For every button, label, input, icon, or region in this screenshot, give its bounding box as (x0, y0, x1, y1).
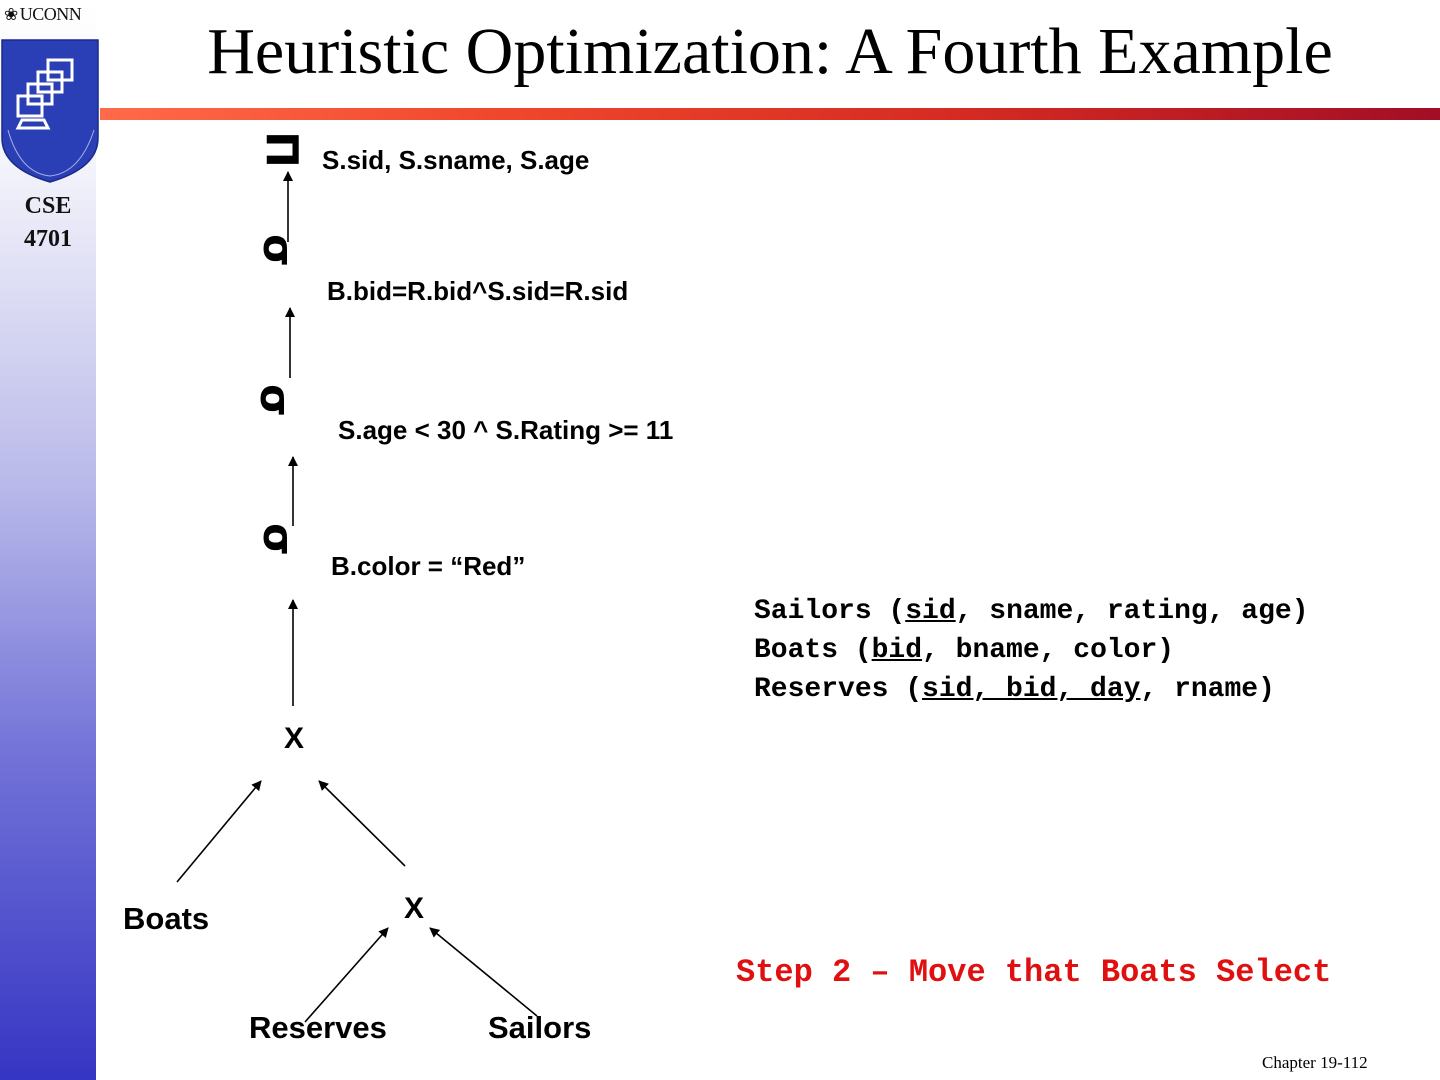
boats-leaf: Boats (123, 901, 210, 936)
select-symbol-age: σ (250, 384, 300, 417)
edge-sailors-to-inner-cross (429, 927, 538, 1017)
title-rule (100, 108, 1440, 120)
reserves-key: sid, bid, day (922, 674, 1141, 705)
projection-symbol: Π (255, 131, 307, 168)
course-line-2: 4701 (24, 226, 72, 252)
course-line-1: CSE (24, 193, 72, 219)
uconn-wordmark: ❀UCONN (4, 4, 82, 24)
age-select-label: S.age < 30 ^ S.Rating >= 11 (338, 415, 674, 445)
join-select-label: B.bid=R.bid^S.sid=R.sid (327, 276, 629, 306)
cross-product-top: X (284, 722, 305, 755)
schema-boats: Boats (bid, bname, color) (754, 635, 1175, 666)
cross-product-bottom: X (404, 892, 425, 925)
footer-page-number: Chapter 19-112 (1262, 1053, 1368, 1072)
schema-reserves: Reserves (sid, bid, day, rname) (754, 674, 1275, 705)
select-symbol-join: σ (253, 234, 303, 267)
select-symbol-color: σ (253, 523, 303, 556)
oak-leaf-icon: ❀ (4, 5, 18, 24)
cse-logo-icon (1, 39, 99, 183)
schema-block: Sailors (sid, sname, rating, age) Boats (… (754, 592, 1309, 709)
projection-label: S.sid, S.sname, S.age (322, 145, 590, 175)
sailors-leaf: Sailors (488, 1010, 592, 1045)
sailors-key: sid (905, 596, 956, 627)
color-select-label: B.color = “Red” (331, 551, 526, 581)
reserves-leaf: Reserves (249, 1010, 387, 1045)
schema-sailors: Sailors (sid, sname, rating, age) (754, 596, 1309, 627)
edge-boats-to-cross (176, 780, 262, 883)
sidebar: ❀UCONN CSE 4701 (0, 0, 99, 1080)
boats-key: bid (871, 635, 923, 666)
step-note: Step 2 – Move that Boats Select (736, 954, 1332, 991)
edge-inner-cross-to-cross (318, 780, 406, 867)
edge-reserves-to-inner-cross (304, 927, 389, 1023)
course-code: CSE 4701 (0, 190, 96, 256)
slide-title: Heuristic Optimization: A Fourth Example (207, 15, 1333, 88)
